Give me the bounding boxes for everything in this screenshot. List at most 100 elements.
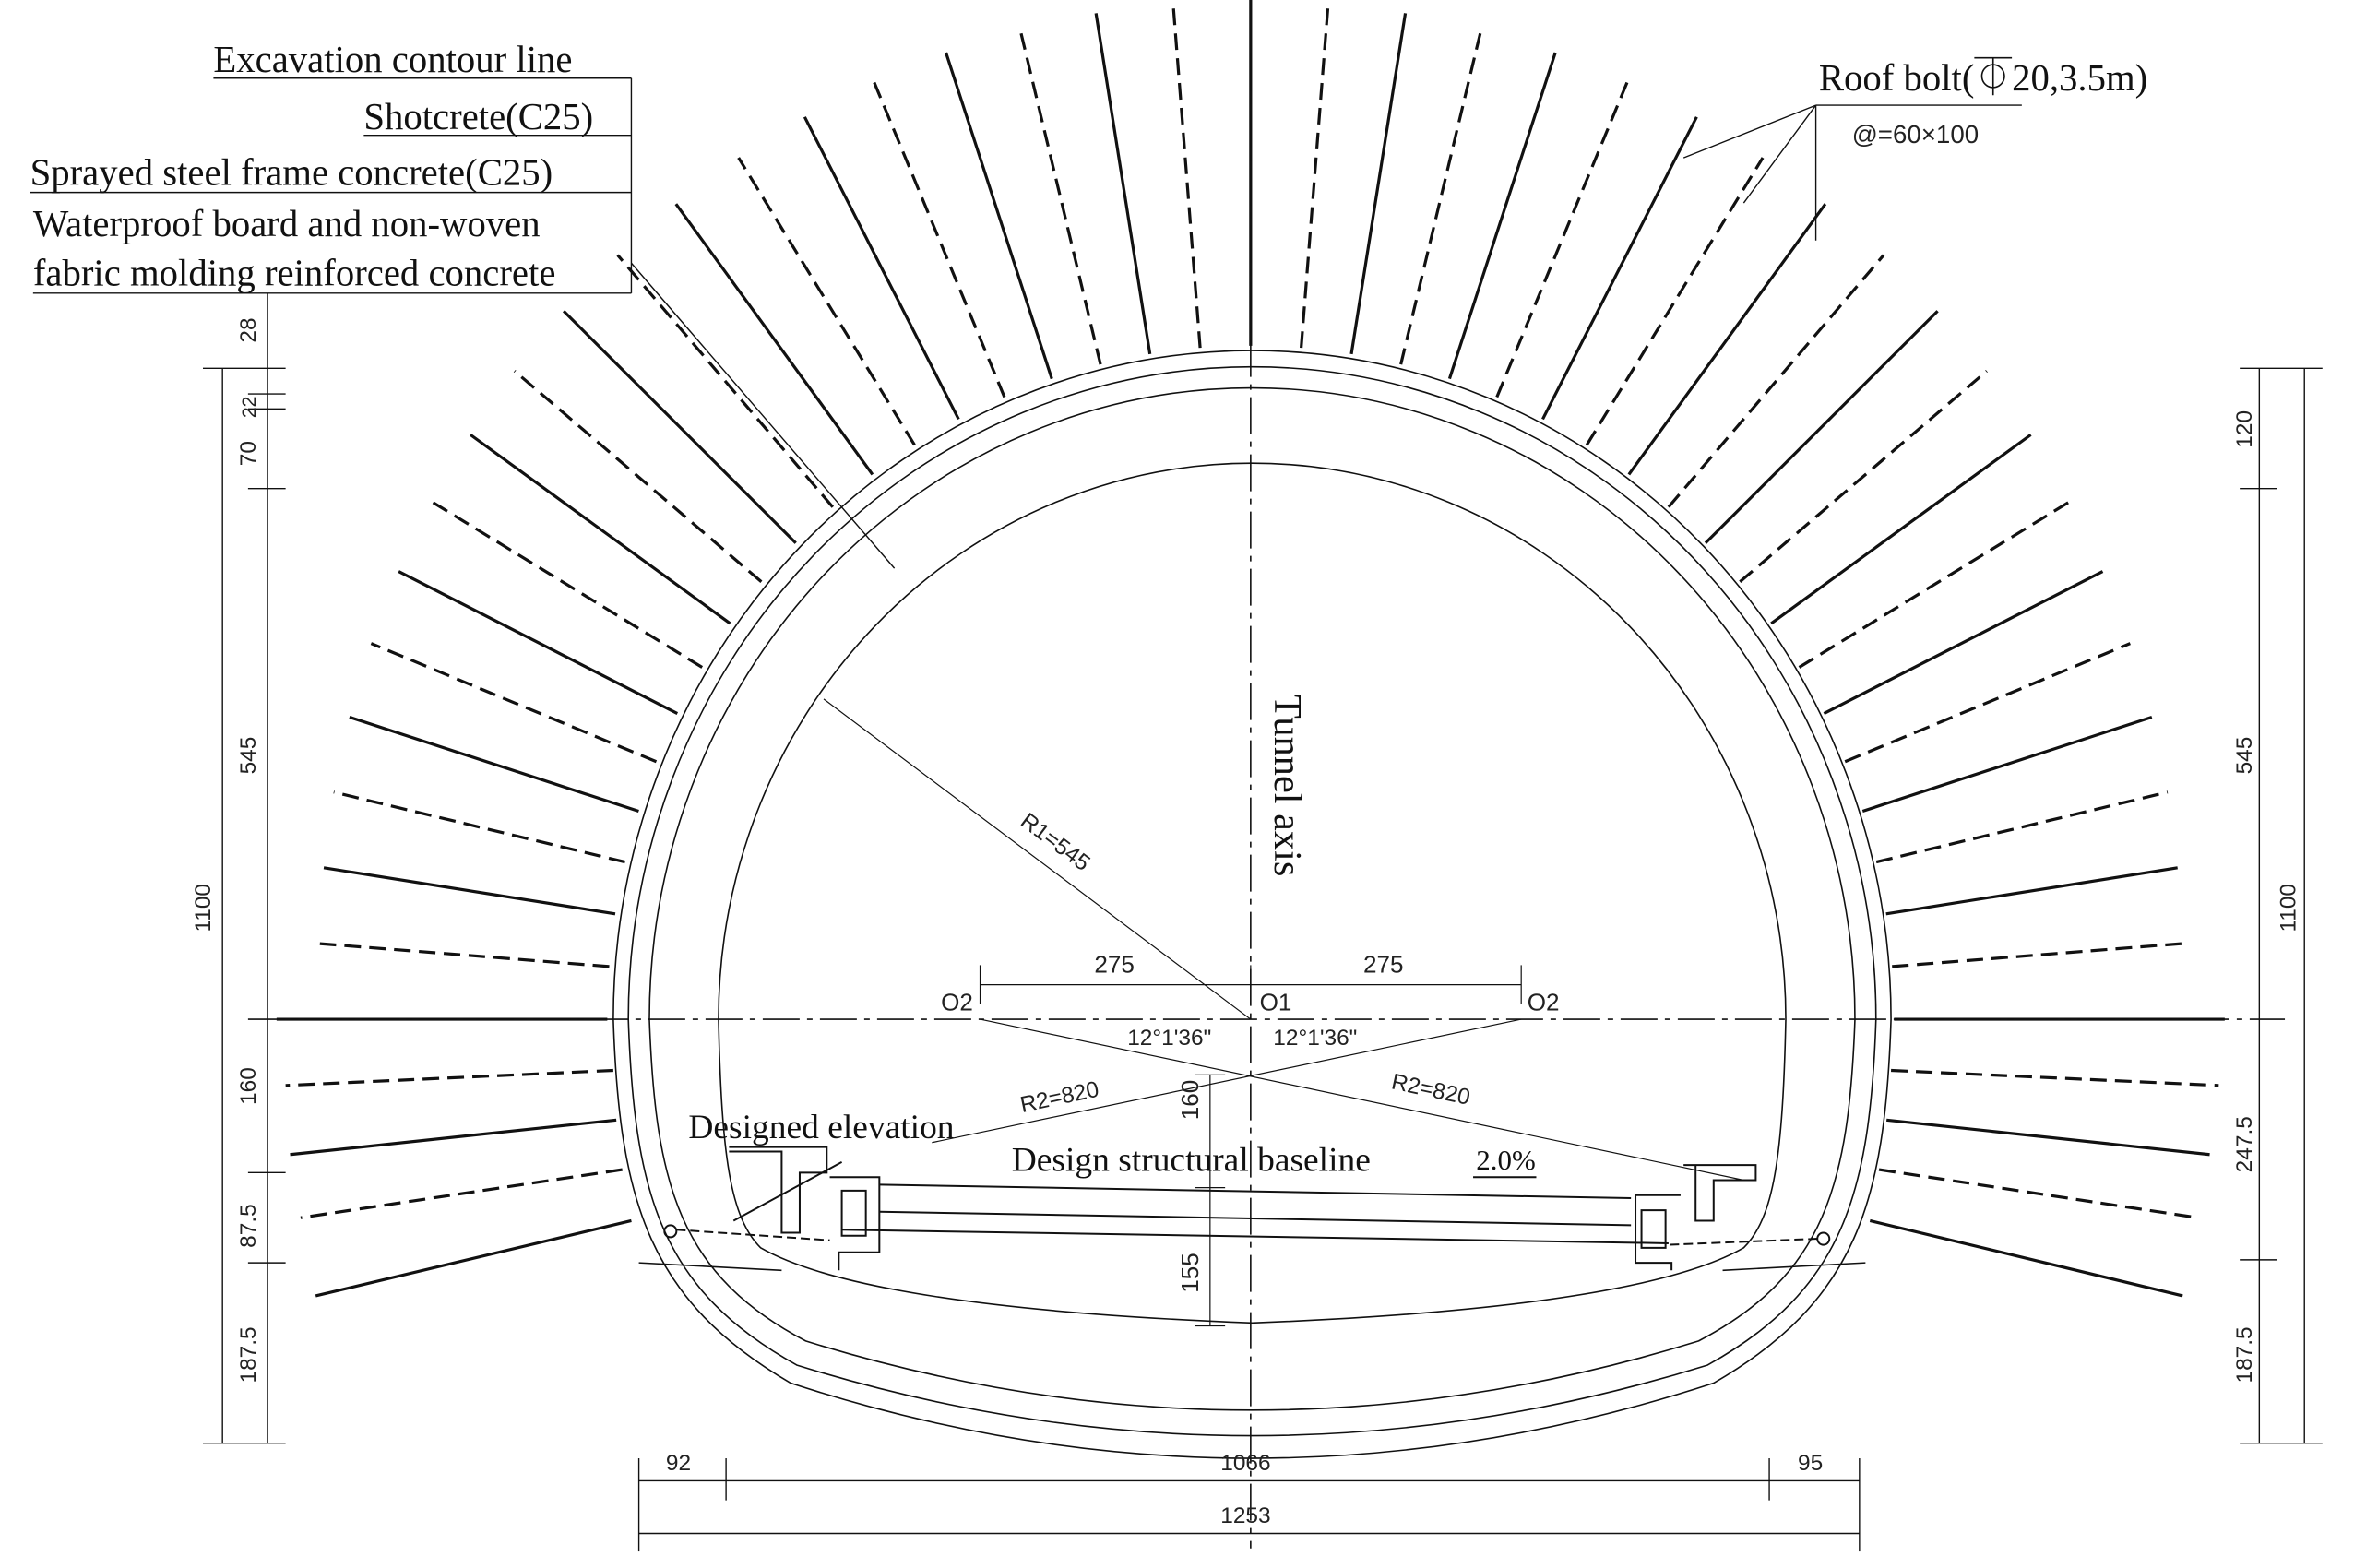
drain-pipe-left bbox=[676, 1229, 829, 1240]
dim-right-1100: 1100 bbox=[2276, 884, 2300, 932]
roof-bolt-2 bbox=[1886, 868, 2178, 914]
side-bolt-2 bbox=[301, 1170, 623, 1218]
roof-bolt-1 bbox=[1892, 944, 2182, 967]
roof-bolt-14 bbox=[1542, 117, 1696, 420]
leader-to-lining bbox=[631, 263, 894, 568]
roof-bolt-35 bbox=[371, 644, 656, 762]
side-bolt-3 bbox=[315, 1220, 631, 1295]
curb-right-inner bbox=[1642, 1210, 1666, 1248]
curb-left bbox=[830, 1177, 880, 1270]
roof-bolt-37 bbox=[334, 792, 625, 862]
roof-bolt-9 bbox=[1740, 371, 1987, 582]
dim-right-247-5: 247.5 bbox=[2232, 1116, 2257, 1172]
label-r2-left: R2=820 bbox=[1018, 1077, 1101, 1118]
label-offset-left: 275 bbox=[1094, 951, 1134, 979]
roof-bolt-10 bbox=[1706, 311, 1938, 542]
side-bolt-6 bbox=[1879, 1170, 2197, 1218]
roof-bolt-21 bbox=[1173, 4, 1200, 349]
label-inner-160: 160 bbox=[1176, 1080, 1204, 1120]
dim-right-120: 120 bbox=[2232, 410, 2257, 448]
label-designed-elevation: Designed elevation bbox=[688, 1109, 954, 1146]
dim-bottom-92: 92 bbox=[666, 1451, 691, 1476]
invert-joint-right bbox=[1723, 1263, 1866, 1270]
drain-right bbox=[1817, 1233, 1829, 1245]
side-bolt-7 bbox=[1870, 1220, 2182, 1295]
dim-right-545: 545 bbox=[2232, 737, 2257, 775]
roof-bolt-6 bbox=[1824, 572, 2102, 714]
roof-bolt-38 bbox=[324, 868, 615, 914]
roof-bolt-26 bbox=[804, 117, 958, 420]
roof-bolt-32 bbox=[470, 434, 730, 624]
label-angle-left: 12°1'36" bbox=[1127, 1026, 1211, 1051]
label-bolt-spacing: @=60×100 bbox=[1852, 120, 1979, 148]
side-bolt-0 bbox=[286, 1070, 613, 1085]
dimension-lines bbox=[203, 293, 2323, 1551]
leaders bbox=[30, 78, 2022, 568]
label-r1: R1=545 bbox=[1016, 808, 1094, 876]
roof-bolt-19 bbox=[1302, 4, 1328, 349]
label-r2-right: R2=820 bbox=[1389, 1070, 1472, 1111]
side-bolt-4 bbox=[1891, 1070, 2218, 1085]
drain-pipe-right bbox=[1669, 1239, 1817, 1245]
dim-left-28: 28 bbox=[236, 317, 261, 342]
r2-line-right bbox=[981, 1019, 1744, 1180]
curb-left-inner bbox=[842, 1191, 866, 1236]
roof-bolt-3 bbox=[1876, 792, 2168, 862]
label-o2-left: O2 bbox=[941, 988, 973, 1016]
label-shotcrete: Shotcrete(C25) bbox=[363, 96, 593, 137]
axes bbox=[248, 54, 2285, 1549]
dim-left-545: 545 bbox=[236, 737, 261, 775]
r2-line-left bbox=[932, 1019, 1521, 1143]
label-o2-right: O2 bbox=[1528, 988, 1560, 1016]
dim-right-187-5: 187.5 bbox=[2232, 1326, 2257, 1383]
roof-bolt-30 bbox=[564, 311, 796, 542]
base-layer bbox=[842, 1229, 1669, 1243]
ditch-left bbox=[729, 1147, 826, 1233]
label-inner-155: 155 bbox=[1176, 1253, 1204, 1292]
side-bolt-5 bbox=[1886, 1120, 2209, 1154]
roof-bolt-15 bbox=[1497, 82, 1627, 398]
dim-bottom-1253: 1253 bbox=[1220, 1503, 1270, 1528]
roof-bolt-23 bbox=[1020, 30, 1100, 364]
label-waterproof-1: Waterproof board and non-woven bbox=[33, 203, 541, 244]
dim-bottom-95: 95 bbox=[1798, 1451, 1823, 1476]
pavement-bottom bbox=[879, 1212, 1631, 1226]
label-o1: O1 bbox=[1260, 988, 1292, 1016]
roof-bolt-25 bbox=[874, 82, 1004, 398]
label-waterproof-2: fabric molding reinforced concrete bbox=[33, 253, 556, 294]
curb-right bbox=[1635, 1195, 1681, 1270]
roof-bolt-36 bbox=[350, 717, 639, 811]
dim-left-160: 160 bbox=[236, 1067, 261, 1105]
roof-bolt-33 bbox=[432, 502, 702, 668]
label-tunnel-axis: Tunnel axis bbox=[1266, 695, 1309, 876]
shotcrete-layer bbox=[628, 367, 1876, 1436]
sprayed-frame-layer bbox=[649, 388, 1855, 1410]
excavation-contour bbox=[613, 350, 1891, 1458]
label-offset-right: 275 bbox=[1363, 951, 1403, 979]
roof-bolt-8 bbox=[1771, 434, 2030, 624]
dim-bottom-1066: 1066 bbox=[1220, 1451, 1270, 1476]
dim-left-22: 22 bbox=[239, 397, 260, 419]
roof-bolt-18 bbox=[1351, 13, 1406, 354]
roof-bolt-29 bbox=[618, 255, 833, 507]
construction-lines bbox=[824, 699, 1743, 1326]
roof-bolt-24 bbox=[946, 53, 1052, 379]
roof-bolt-27 bbox=[739, 158, 915, 445]
dim-left-1100: 1100 bbox=[191, 884, 216, 932]
tunnel-lining bbox=[613, 350, 1891, 1458]
r1-radius-line bbox=[824, 699, 1251, 1019]
label-excavation-contour: Excavation contour line bbox=[213, 39, 572, 80]
roof-bolt-5 bbox=[1845, 644, 2130, 762]
label-structural-baseline: Design structural baseline bbox=[1012, 1142, 1371, 1180]
dimension-values: 28 22 70 545 1100 160 87.5 187.5 120 545… bbox=[191, 317, 2300, 1528]
roof-bolt-13 bbox=[1587, 158, 1763, 445]
road-deck bbox=[664, 1147, 1829, 1271]
drain-left bbox=[664, 1225, 676, 1237]
secondary-lining-inner bbox=[719, 463, 1786, 1323]
roof-bolt-31 bbox=[515, 371, 762, 582]
roof-bolt-7 bbox=[1800, 502, 2070, 668]
callout-labels: Excavation contour line Shotcrete(C25) S… bbox=[30, 39, 2148, 1179]
roof-bolt-4 bbox=[1862, 717, 2152, 811]
label-angle-right: 12°1'36" bbox=[1273, 1026, 1357, 1051]
